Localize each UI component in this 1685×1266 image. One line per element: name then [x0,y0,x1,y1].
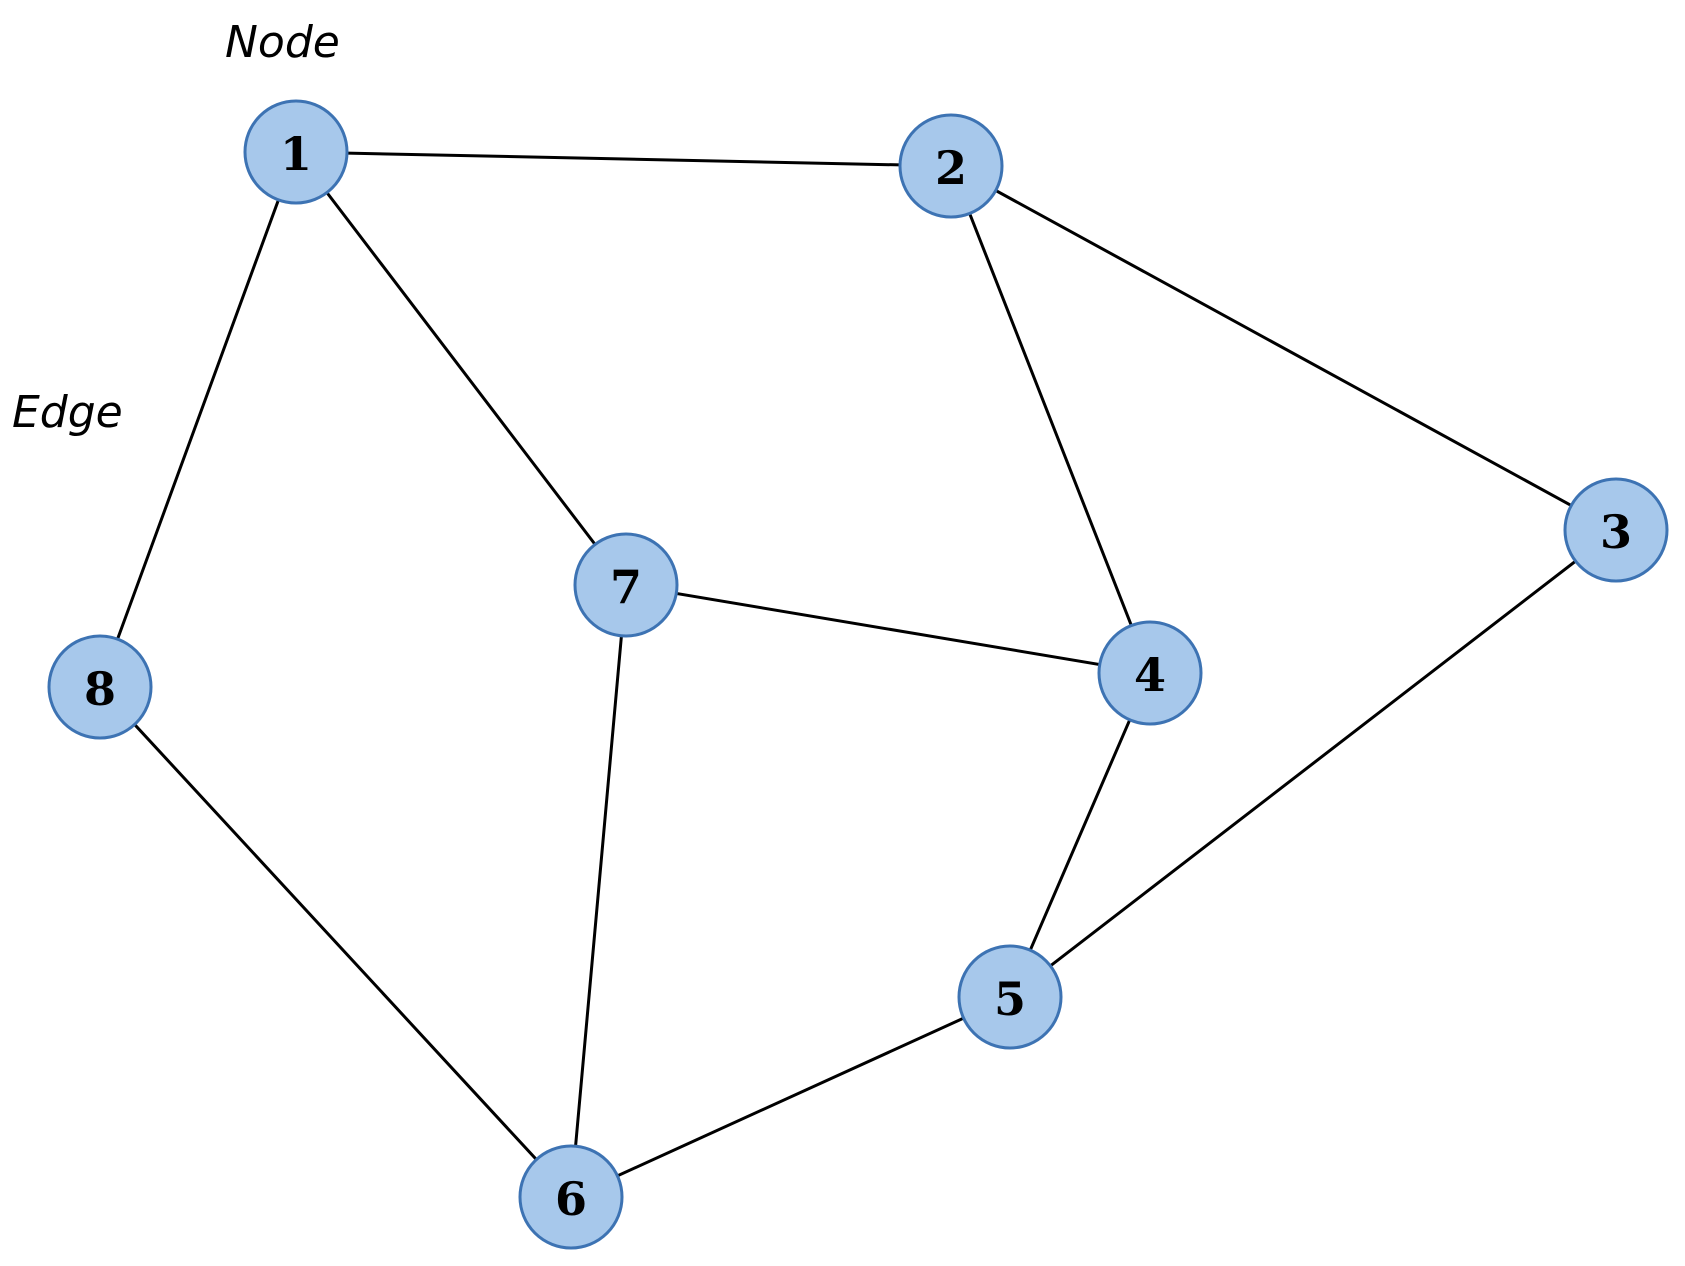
node-label-7: 7 [610,560,642,614]
edge-1-8 [98,150,298,689]
node-label-6: 6 [555,1172,587,1226]
node-3: 3 [1563,477,1669,583]
node-annotation: Node [225,17,340,68]
node-label-8: 8 [84,662,116,716]
edge-1-2 [294,150,953,168]
node-7: 7 [573,532,679,638]
edges-layer [98,150,1618,1199]
node-circle-4 [1097,620,1203,726]
node-circle-8 [47,634,153,740]
edge-5-6 [569,995,1012,1199]
edge-8-6 [98,685,573,1199]
node-label-1: 1 [280,127,312,181]
edge-7-6 [569,583,628,1199]
node-label-3: 3 [1600,505,1632,559]
node-circle-7 [573,532,679,638]
node-label-5: 5 [994,972,1026,1026]
edge-2-4 [949,164,1152,675]
edge-2-3 [949,164,1618,532]
edge-4-5 [1008,671,1152,999]
node-circle-2 [898,113,1004,219]
node-circle-3 [1563,477,1669,583]
node-8: 8 [47,634,153,740]
node-6: 6 [518,1144,624,1250]
nodes-layer: 1 2 3 4 5 6 7 8 [47,99,1669,1250]
node-label-2: 2 [935,141,967,195]
edge-annotation: Edge [12,387,123,438]
edge-1-7 [294,150,628,587]
node-2: 2 [898,113,1004,219]
node-4: 4 [1097,620,1203,726]
node-1: 1 [243,99,349,205]
node-5: 5 [957,944,1063,1050]
edge-3-5 [1008,528,1618,999]
node-label-4: 4 [1134,648,1166,702]
edge-7-4 [624,583,1152,675]
node-circle-1 [243,99,349,205]
node-circle-6 [518,1144,624,1250]
node-circle-5 [957,944,1063,1050]
